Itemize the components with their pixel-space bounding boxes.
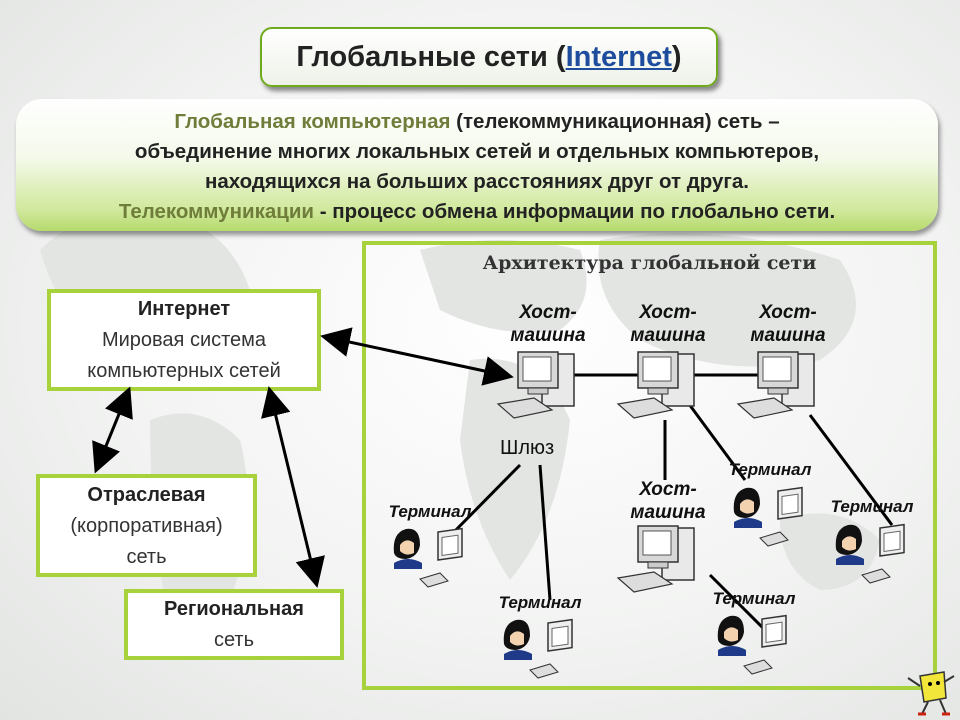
internet-to-regional-arrow xyxy=(261,386,325,588)
internet-line-1: Мировая система xyxy=(101,329,267,351)
terminal-user-icon xyxy=(717,614,787,675)
terminal-user-icon xyxy=(733,486,803,547)
title-text-end: ) xyxy=(671,40,682,73)
internet-line-2: компьютерных сетей xyxy=(87,360,281,382)
terminal-label-3: Терминал xyxy=(728,460,812,479)
definition-line-4-rest: - процесс обмена информации по глобально… xyxy=(314,200,836,223)
corporate-line-1: (корпоративная) xyxy=(70,515,223,537)
terminal-label-2: Терминал xyxy=(498,593,582,612)
host-terminal-line-2 xyxy=(808,414,894,526)
internet-to-corporate-arrow xyxy=(92,386,133,474)
title-internet-link[interactable]: Internet xyxy=(565,40,672,73)
host-computer-icon xyxy=(736,351,815,419)
definition-line-4: Телекоммуникации - процесс обмена информ… xyxy=(16,197,938,227)
corporate-network-box: Отраслевая (корпоративная) сеть xyxy=(36,474,257,577)
terminal-user-icon xyxy=(503,618,573,679)
host-computer-icon xyxy=(496,351,575,419)
host-label-2: Хост-машина xyxy=(630,302,706,346)
regional-network-box: Региональная сеть xyxy=(124,589,344,660)
architecture-frame xyxy=(362,241,937,690)
gateway-terminal-line-1 xyxy=(446,463,522,540)
definition-line-1-rest: (телекоммуникационная) сеть – xyxy=(450,110,780,133)
definition-line-1: Глобальная компьютерная (телекоммуникаци… xyxy=(16,107,938,137)
internet-heading: Интернет xyxy=(137,298,231,320)
host-label-4: Хост-машина xyxy=(630,479,706,523)
terminal-label-5: Терминал xyxy=(712,589,796,608)
definition-line-3: находящихся на больших расстояниях друг … xyxy=(204,170,749,193)
definition-term: Глобальная компьютерная xyxy=(174,110,451,133)
mascot-icon xyxy=(907,671,955,716)
definition-panel: Глобальная компьютерная (телекоммуникаци… xyxy=(16,99,938,231)
internet-box: Интернет Мировая система компьютерных се… xyxy=(47,289,321,391)
gateway-terminal-line-2 xyxy=(538,464,552,601)
terminal-user-icon xyxy=(835,523,905,584)
definition-line-2: объединение многих локальных сетей и отд… xyxy=(134,140,820,163)
page-title: Глобальные сети (Internet) xyxy=(260,27,718,87)
terminal-user-icon xyxy=(393,527,463,588)
telecom-term: Телекоммуникации xyxy=(118,200,315,223)
host-terminal-line-1 xyxy=(684,399,747,481)
host-computer-icon xyxy=(616,525,695,593)
corporate-line-2: сеть xyxy=(126,546,167,568)
gateway-label: Шлюз xyxy=(500,437,555,459)
corporate-heading: Отраслевая xyxy=(87,484,206,506)
architecture-title: Архитектура глобальной сети xyxy=(482,252,817,274)
title-text: Глобальные сети ( xyxy=(296,40,566,73)
terminal-label-4: Терминал xyxy=(830,497,914,516)
host-label-3: Хост-машина xyxy=(750,302,826,346)
regional-heading: Региональная xyxy=(164,598,304,620)
host-label-1: Хост-машина xyxy=(510,302,586,346)
host-computer-icon xyxy=(616,351,695,419)
regional-line-1: сеть xyxy=(213,629,255,651)
internet-to-gateway-arrow xyxy=(320,327,514,386)
terminal-label-1: Терминал xyxy=(388,502,472,521)
